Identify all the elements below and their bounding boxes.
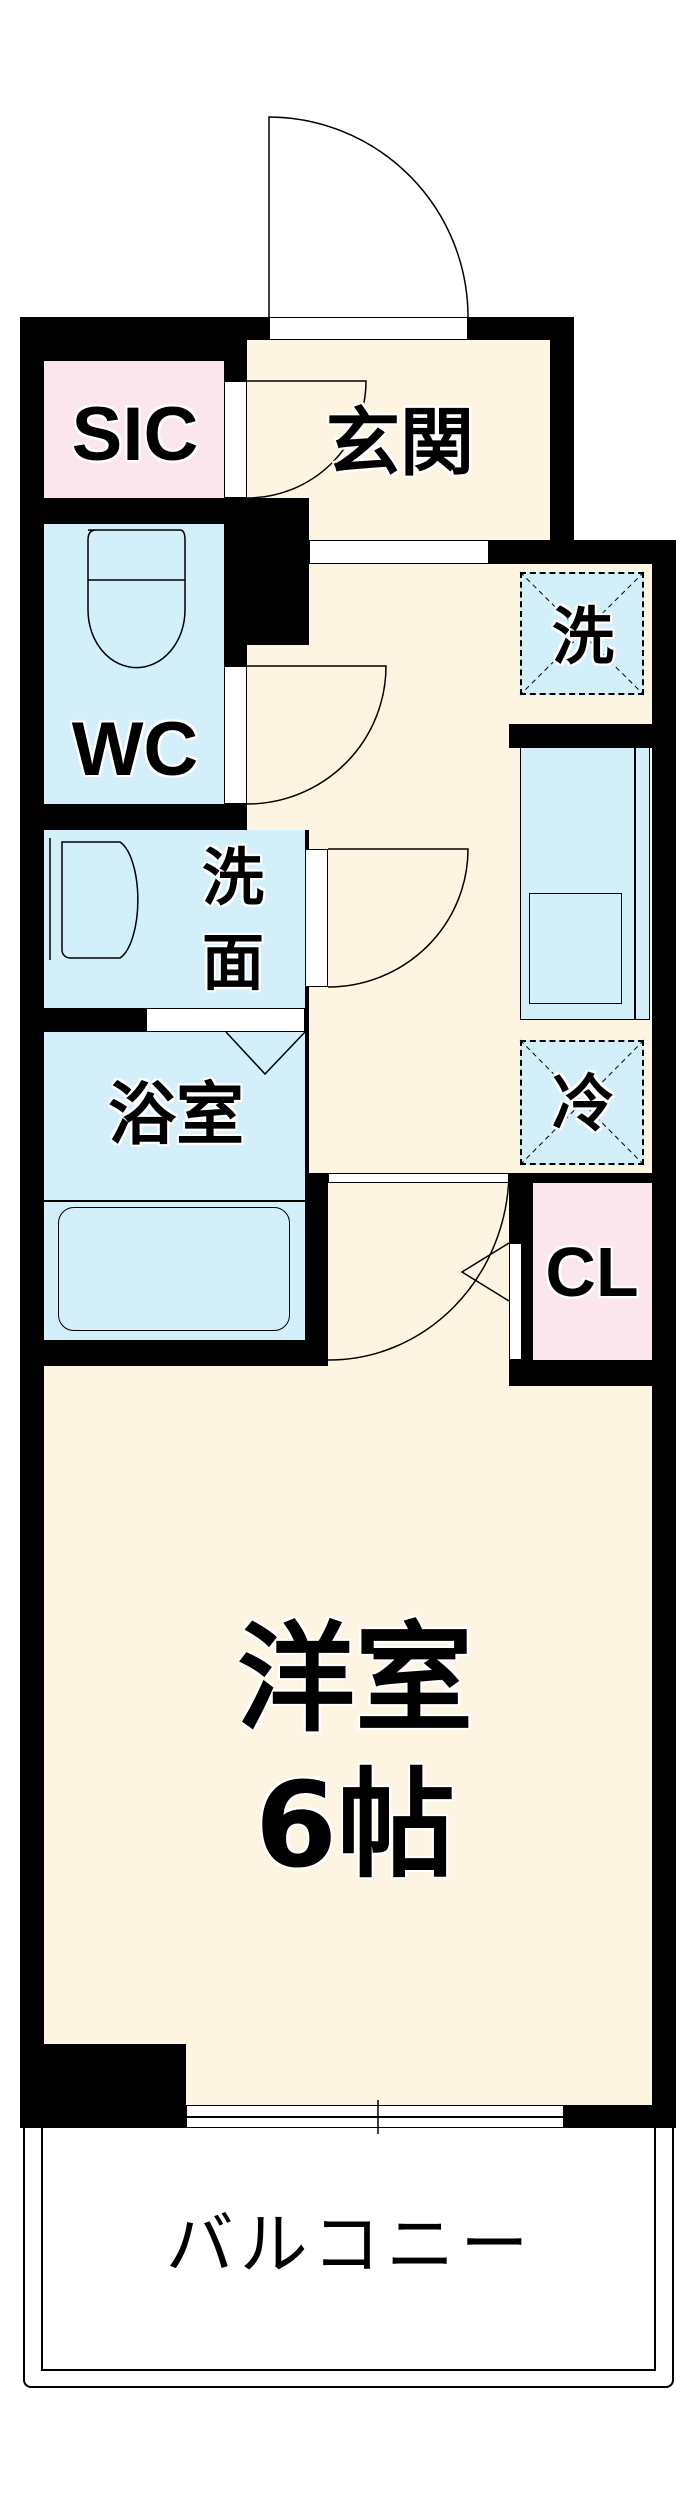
washroom-label-1: 洗 bbox=[201, 841, 265, 914]
washer-cross bbox=[519, 571, 645, 696]
balcony-outline bbox=[23, 2128, 674, 2388]
closet-label: CL bbox=[545, 1233, 639, 1311]
bath-folding-door bbox=[225, 1031, 306, 1076]
entry-door-swing bbox=[268, 116, 469, 318]
western-room bbox=[44, 1386, 652, 2105]
wall-pillar bbox=[224, 498, 309, 645]
washroom bbox=[44, 830, 305, 1008]
closet-door-opening bbox=[509, 1243, 522, 1360]
bath-door-opening bbox=[146, 1008, 305, 1032]
western-room-size: 6帖 bbox=[254, 1756, 456, 1894]
sic-label: SIC bbox=[71, 392, 199, 477]
western-room-upper bbox=[44, 1366, 509, 1386]
kitchen-edge-line bbox=[634, 748, 636, 1020]
washroom-door-opening bbox=[305, 849, 328, 987]
sic-room bbox=[44, 361, 224, 498]
washroom-label-2: 面 bbox=[201, 926, 265, 999]
sic-door-opening bbox=[224, 381, 247, 498]
kitchen-counter bbox=[520, 748, 650, 1020]
toilet-icon bbox=[87, 529, 186, 669]
closet-door-swing bbox=[327, 1174, 510, 1361]
fridge-label: 冷 bbox=[551, 1067, 615, 1140]
sic-door-swing bbox=[246, 380, 367, 499]
washroom-door-swing bbox=[327, 848, 469, 988]
stove-icon bbox=[529, 893, 622, 1004]
balcony-inner-outline bbox=[41, 2128, 656, 2371]
wc-door-opening bbox=[224, 666, 247, 804]
western-room-label: 洋室 bbox=[236, 1610, 474, 1748]
wc-door-swing bbox=[246, 665, 387, 805]
wc-room bbox=[44, 524, 224, 804]
bath-divider-line bbox=[44, 1200, 305, 1202]
genkan-label: 玄関 bbox=[326, 400, 474, 486]
window-center-line bbox=[186, 2116, 564, 2118]
bathroom-label: 浴室 bbox=[107, 1076, 245, 1155]
wall-corner-block bbox=[20, 2044, 186, 2128]
wall-under-washer bbox=[509, 724, 652, 748]
closet bbox=[533, 1183, 652, 1360]
entry-door-opening bbox=[269, 317, 468, 340]
hallway-wc-door-area bbox=[247, 645, 309, 830]
bathroom bbox=[44, 1032, 305, 1340]
balcony-label: バルコニー bbox=[165, 2206, 535, 2285]
hall-opening bbox=[309, 540, 489, 564]
bathtub-icon bbox=[58, 1207, 290, 1331]
wc-label: WC bbox=[71, 707, 199, 792]
sink-icon bbox=[49, 838, 139, 960]
fridge-cross bbox=[519, 1039, 645, 1166]
washer-label: 洗 bbox=[551, 600, 615, 673]
